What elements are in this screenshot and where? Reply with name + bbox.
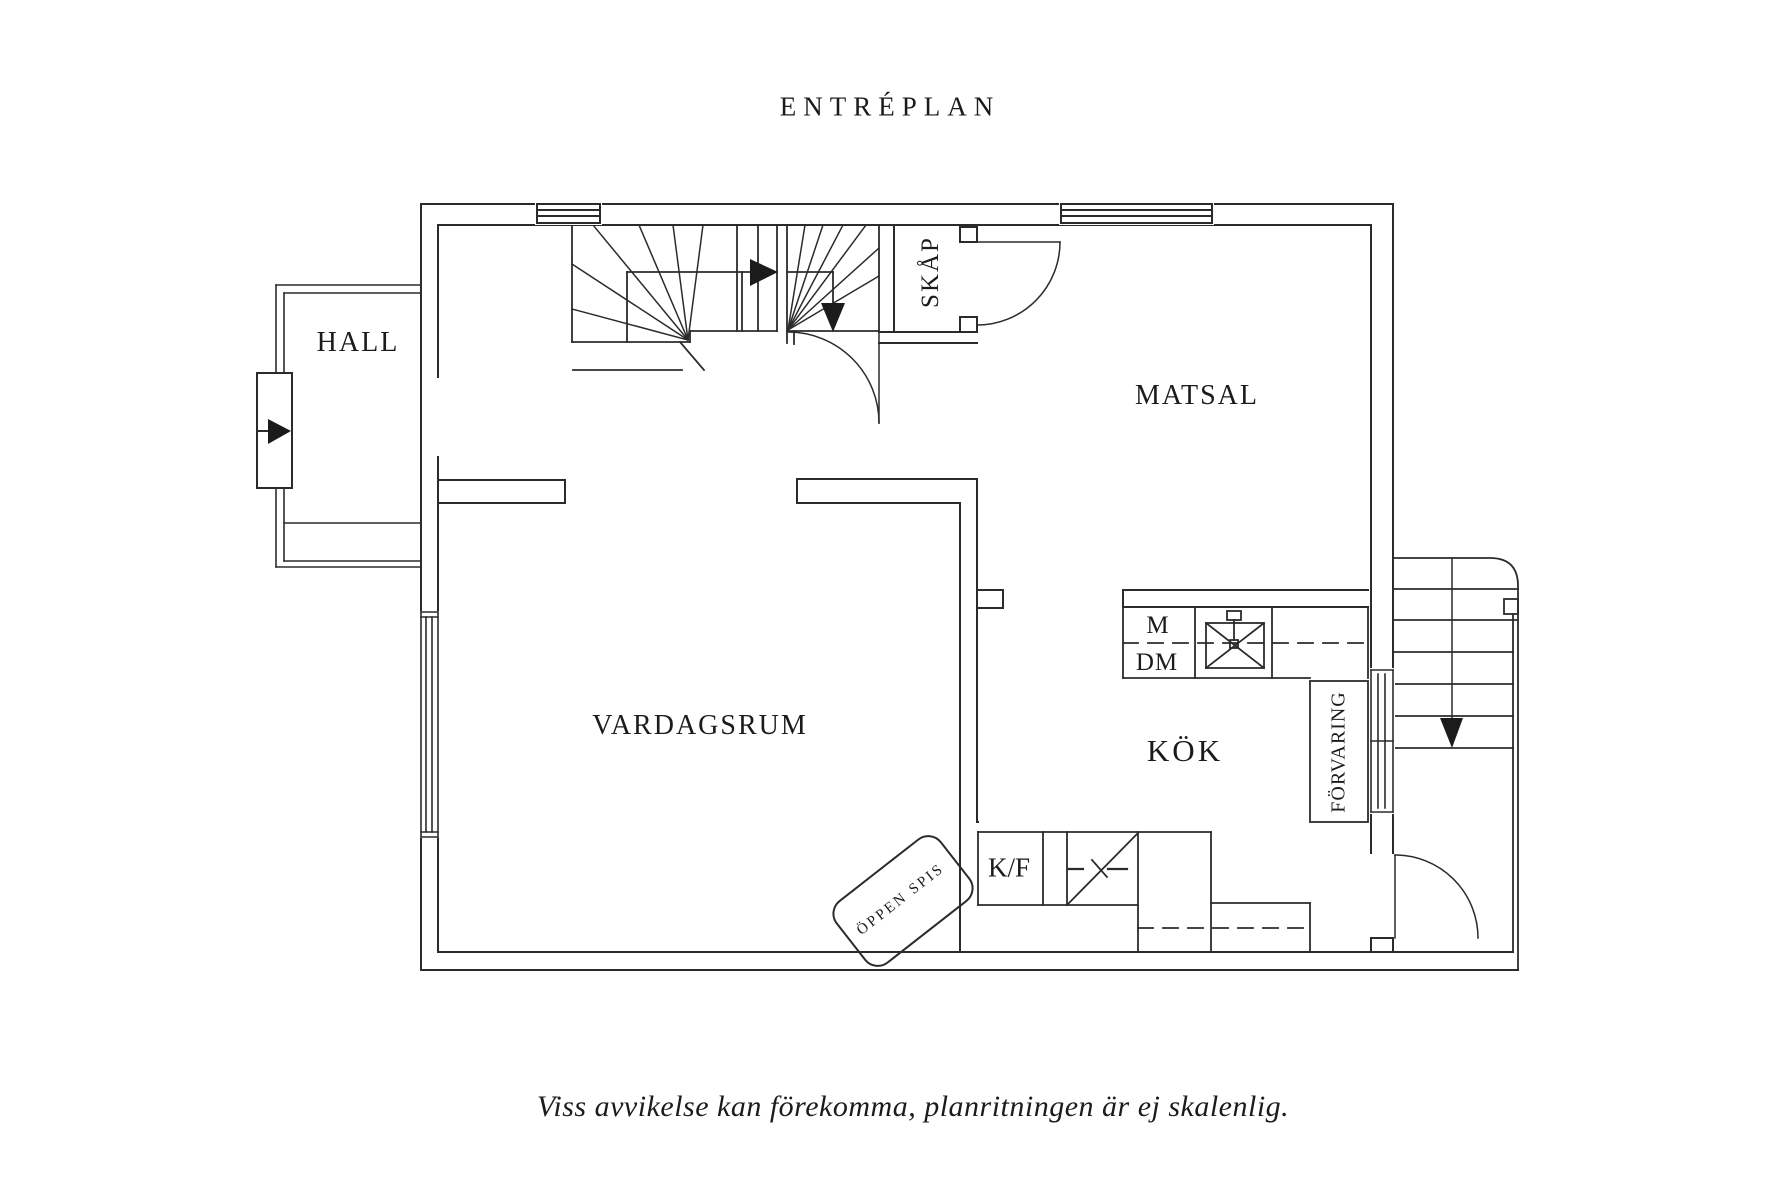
stair-door bbox=[787, 331, 880, 424]
window-top-left bbox=[535, 202, 602, 225]
winder-treads-down bbox=[786, 223, 881, 332]
closet-label-skap: SKÅP bbox=[917, 236, 944, 308]
sink bbox=[1204, 610, 1266, 670]
kitchen-counter-north bbox=[1122, 606, 1369, 679]
appliance-label-dishwasher: DM bbox=[1135, 649, 1179, 676]
room-label-matsal: MATSAL bbox=[1134, 380, 1260, 411]
winder-treads-up bbox=[570, 223, 704, 342]
kitchen-counter-south bbox=[977, 831, 1311, 953]
stairs-up-arrow-icon bbox=[750, 259, 778, 286]
room-label-kok: KÖK bbox=[1146, 733, 1224, 768]
room-label-vardagsrum: VARDAGSRUM bbox=[592, 710, 808, 741]
exterior-staircase bbox=[1392, 557, 1519, 971]
fireplace bbox=[832, 835, 974, 967]
appliance-label-fridge-freezer: K/F bbox=[987, 852, 1031, 883]
skap-door bbox=[976, 241, 1061, 326]
disclaimer-caption: Viss avvikelse kan förekomma, planritnin… bbox=[536, 1090, 1290, 1123]
page-title: ENTRÉPLAN bbox=[779, 91, 1001, 122]
window-top-right bbox=[1059, 202, 1214, 225]
exterior-stairs-down-arrow-icon bbox=[1440, 718, 1463, 748]
forvaring-cabinet bbox=[1309, 680, 1369, 823]
room-label-hall: HALL bbox=[316, 327, 400, 358]
window-east bbox=[1369, 668, 1395, 814]
entry-arrow-icon bbox=[268, 419, 291, 444]
closet-label-forvaring: FÖRVARING bbox=[1327, 691, 1350, 813]
stove bbox=[1065, 831, 1140, 907]
window-west bbox=[419, 611, 440, 838]
appliance-label-washer: M bbox=[1146, 612, 1170, 639]
interior-walls bbox=[437, 331, 1369, 953]
stairs-down-arrow-icon bbox=[821, 303, 845, 332]
outer-walls bbox=[420, 203, 1519, 971]
exterior-door bbox=[1394, 854, 1479, 939]
interior-staircase bbox=[570, 223, 881, 372]
